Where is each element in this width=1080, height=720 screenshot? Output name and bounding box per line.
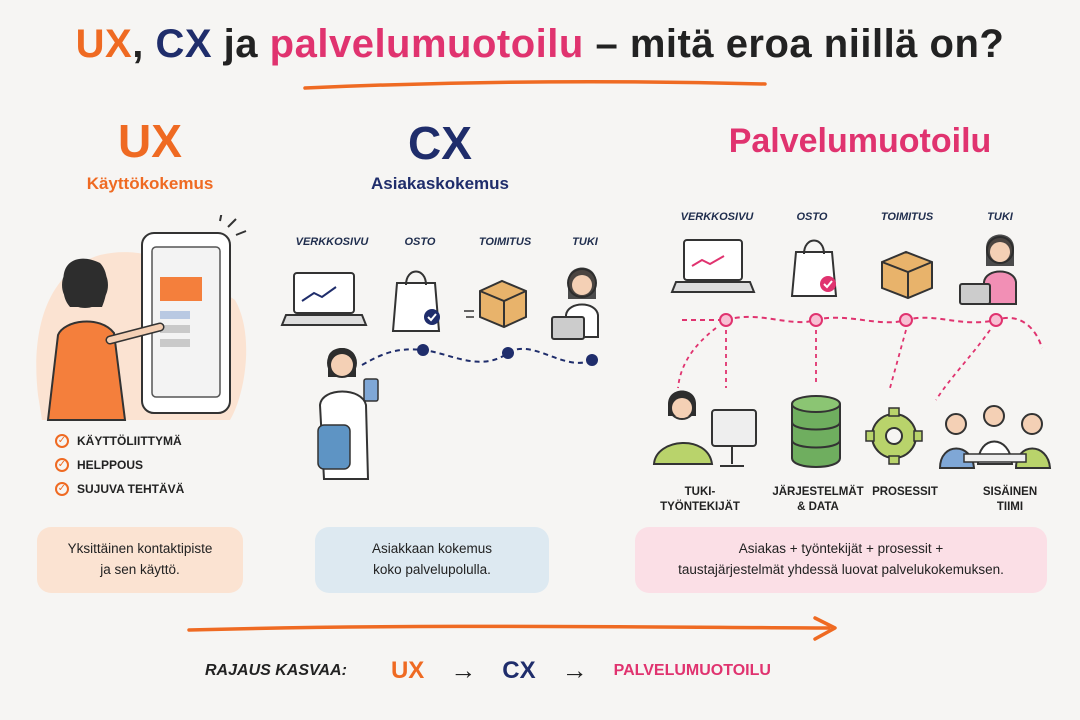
title-rest: – mitä eroa niillä on? bbox=[595, 22, 1005, 66]
cx-step-label: VERKKOSIVU bbox=[295, 236, 369, 248]
title-ux: UX bbox=[75, 22, 133, 66]
pm-summary-line1: Asiakas + työntekijät + prosessit + bbox=[738, 541, 944, 557]
ux-check-item: ✓ SUJUVA TEHTÄVÄ bbox=[55, 482, 184, 496]
pm-summary-line2: taustajärjestelmät yhdessä luovat palvel… bbox=[678, 562, 1004, 577]
ux-check-label: HELPPOUS bbox=[77, 458, 144, 472]
journey-node bbox=[417, 344, 429, 356]
journey-node bbox=[502, 347, 514, 359]
journey-node bbox=[989, 313, 1003, 327]
pm-step-label: TOIMITUS bbox=[880, 211, 934, 223]
ux-heading: UX bbox=[118, 115, 182, 167]
pm-service-illustration bbox=[652, 234, 1052, 469]
journey-node bbox=[586, 354, 598, 366]
user-person-icon bbox=[46, 258, 165, 421]
package-box-icon bbox=[881, 250, 933, 300]
ux-illustration bbox=[36, 215, 247, 421]
scope-ux: UX bbox=[390, 656, 425, 684]
journey-node bbox=[809, 313, 823, 327]
title-pm: palvelumuotoilu bbox=[269, 22, 584, 66]
cx-subheading: Asiakaskokemus bbox=[371, 174, 509, 193]
ux-summary-line2: ja sen käyttö. bbox=[100, 562, 180, 577]
package-box-icon bbox=[464, 279, 527, 329]
pm-backstage-label: JÄRJESTELMÄT & DATA bbox=[772, 486, 864, 513]
scope-cx: CX bbox=[502, 656, 536, 684]
pm-summary-box: Asiakas + työntekijät + prosessit + taus… bbox=[635, 527, 1047, 593]
pm-step-label: TUKI bbox=[987, 211, 1013, 223]
cx-summary-line1: Asiakkaan kokemus bbox=[371, 541, 493, 557]
journey-node bbox=[899, 313, 913, 327]
support-agent-icon bbox=[959, 234, 1017, 305]
cx-summary-line2: koko palvelupolulla. bbox=[373, 562, 491, 577]
cx-step-label: TUKI bbox=[572, 236, 598, 248]
scope-pm: PALVELUMUOTOILU bbox=[613, 661, 771, 679]
pm-backstage-label: SISÄINEN TIIMI bbox=[982, 486, 1038, 513]
title-underline bbox=[303, 80, 767, 90]
check-icon: ✓ bbox=[55, 482, 69, 496]
team-icon bbox=[938, 405, 1052, 469]
pm-step-label: VERKKOSIVU bbox=[680, 211, 754, 223]
scope-label: RAJAUS KASVAA: bbox=[205, 661, 347, 679]
title-comma: , bbox=[132, 22, 144, 66]
pm-backstage-label: PROSESSIT bbox=[872, 486, 938, 498]
ux-check-label: SUJUVA TEHTÄVÄ bbox=[77, 482, 185, 496]
support-agent-icon bbox=[551, 267, 599, 340]
cx-step-label: OSTO bbox=[404, 236, 436, 248]
laptop-icon bbox=[280, 272, 368, 326]
check-icon: ✓ bbox=[55, 458, 69, 472]
ux-subheading: Käyttökokemus bbox=[86, 174, 214, 193]
journey-node bbox=[719, 313, 733, 327]
page-title: UX, CX ja palvelumuotoilu – mitä eroa ni… bbox=[0, 22, 1080, 67]
pm-backstage-label: TUKI- TYÖNTEKIJÄT bbox=[660, 486, 740, 513]
cx-summary-box: Asiakkaan kokemus koko palvelupolulla. bbox=[315, 527, 549, 593]
scope-arrow bbox=[187, 616, 837, 641]
scope-row: RAJAUS KASVAA: UX → CX → PALVELUMUOTOILU bbox=[205, 655, 771, 686]
check-icon: ✓ bbox=[55, 434, 69, 448]
gear-icon bbox=[865, 407, 923, 465]
kiosk-icon bbox=[141, 232, 231, 414]
ux-check-item: ✓ HELPPOUS bbox=[55, 458, 184, 472]
ux-check-item: ✓ KÄYTTÖLIITTYMÄ bbox=[55, 434, 184, 448]
ux-summary-line1: Yksittäinen kontaktipiste bbox=[67, 541, 213, 557]
arrow-right-icon: → bbox=[450, 655, 477, 685]
title-cx: CX bbox=[155, 22, 213, 66]
title-ja: ja bbox=[223, 22, 259, 66]
customer-person-icon bbox=[317, 347, 379, 480]
pm-heading: Palvelumuotoilu bbox=[728, 122, 992, 160]
ux-summary-box: Yksittäinen kontaktipiste ja sen käyttö. bbox=[37, 527, 243, 593]
database-icon bbox=[791, 395, 841, 468]
shopping-bag-icon bbox=[391, 270, 441, 332]
arrow-right-icon: → bbox=[561, 655, 588, 685]
shopping-bag-icon bbox=[790, 239, 838, 297]
ux-checklist: ✓ KÄYTTÖLIITTYMÄ ✓ HELPPOUS ✓ SUJUVA TEH… bbox=[55, 434, 184, 496]
cx-heading: CX bbox=[408, 117, 472, 169]
laptop-icon bbox=[670, 239, 756, 293]
cx-journey-illustration bbox=[280, 267, 599, 480]
pm-step-label: OSTO bbox=[796, 211, 828, 223]
cx-step-label: TOIMITUS bbox=[478, 236, 532, 248]
ux-check-label: KÄYTTÖLIITTYMÄ bbox=[77, 434, 182, 448]
support-worker-icon bbox=[652, 390, 757, 467]
